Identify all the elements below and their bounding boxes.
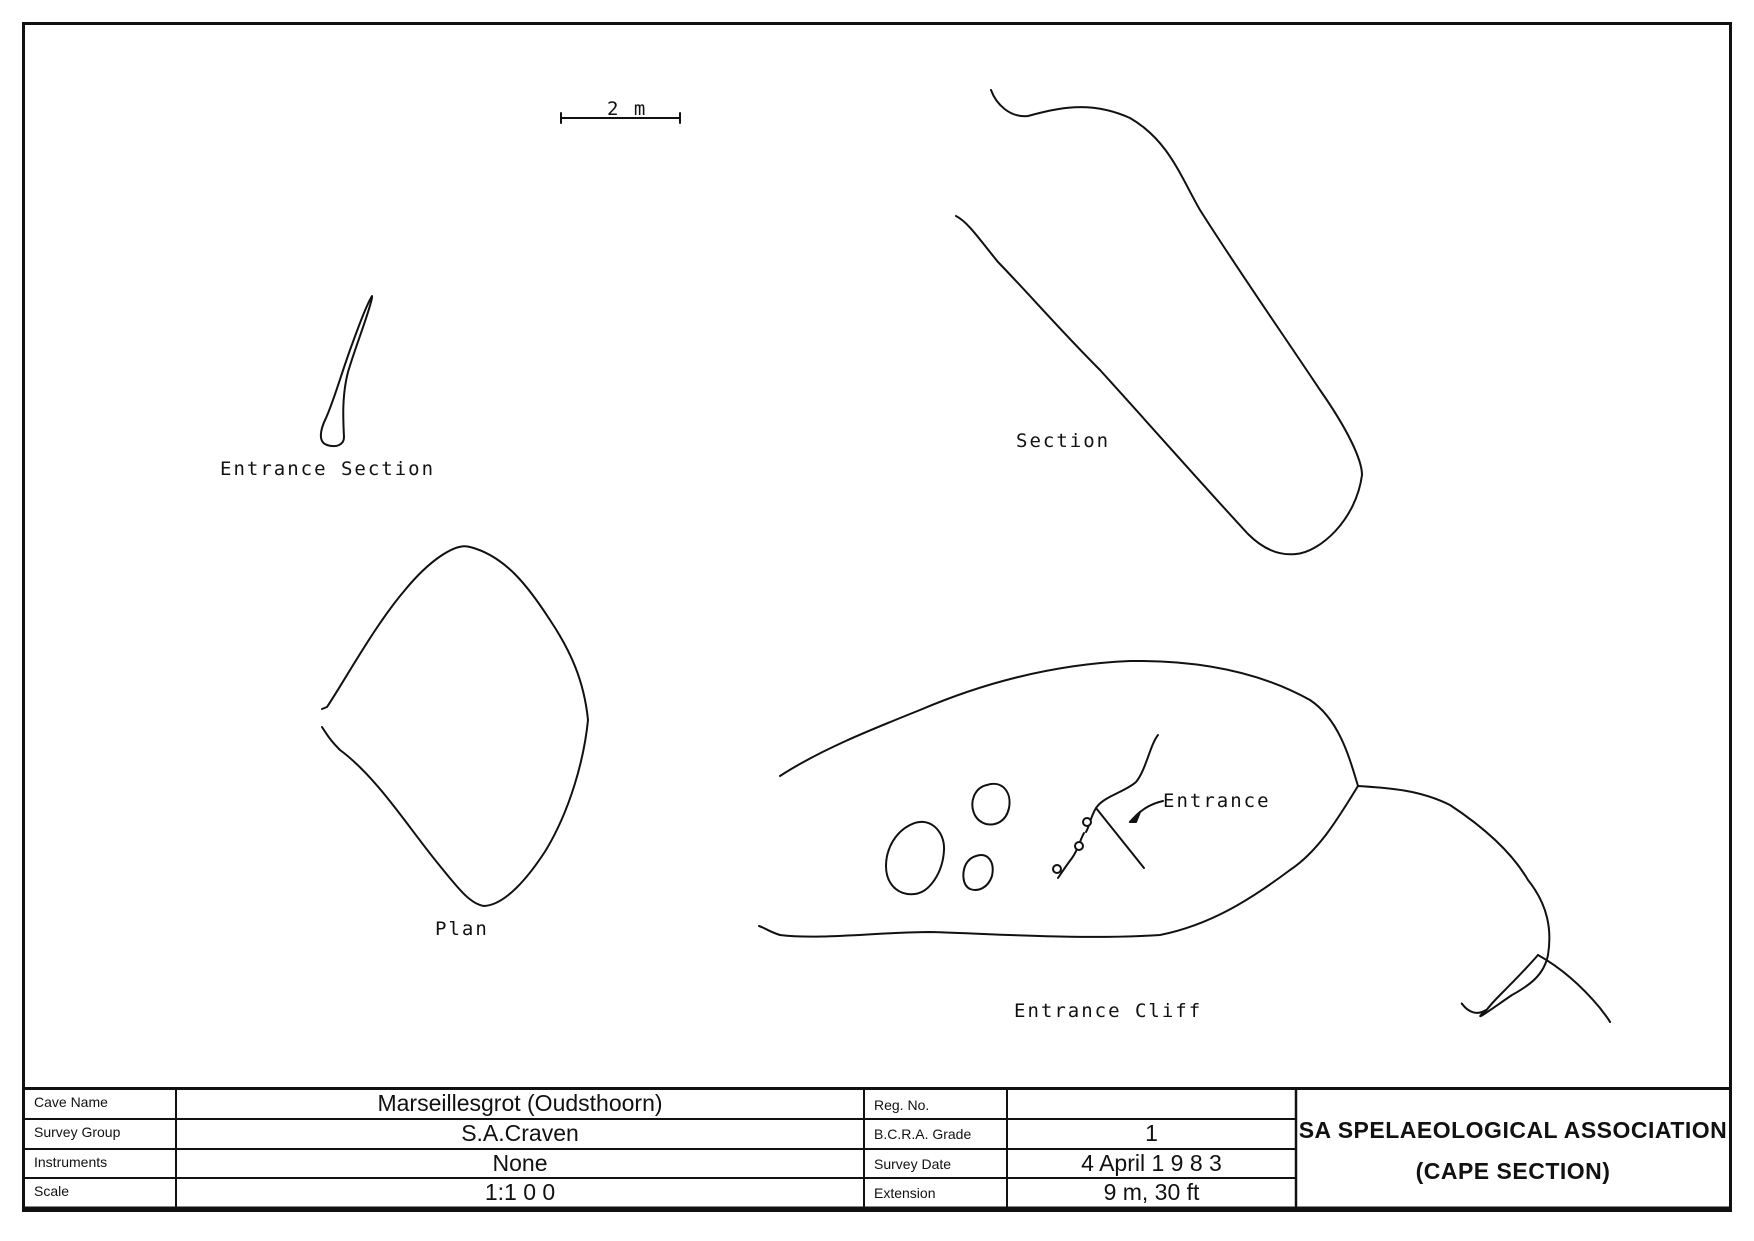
instruments-key: Instruments	[34, 1154, 108, 1170]
cave-name-value: Marseillesgrot (Oudsthoorn)	[377, 1090, 663, 1116]
entrance-callout-label: Entrance	[1163, 790, 1271, 812]
survey-date-key: Survey Date	[874, 1156, 952, 1172]
bcra-grade-value: 1	[1145, 1120, 1158, 1146]
entrance-cliff-outline	[758, 659, 1611, 1023]
organisation-name: SA SPELAEOLOGICAL ASSOCIATION	[1298, 1117, 1728, 1143]
reg-no-key: Reg. No.	[874, 1097, 930, 1113]
entrance-cliff-label: Entrance Cliff	[1014, 1000, 1203, 1022]
drawing-frame	[22, 22, 1732, 1212]
extension-value: 9 m, 30 ft	[1103, 1179, 1200, 1205]
scale-value: 1:1 0 0	[484, 1179, 556, 1205]
scale-key: Scale	[34, 1183, 70, 1199]
section-outline	[955, 89, 1363, 556]
entrance-section-label: Entrance Section	[220, 458, 436, 480]
title-block-grid	[24, 1090, 1730, 1210]
cave-name-key: Cave Name	[34, 1094, 108, 1110]
survey-date-value: 4 April 1 9 8 3	[1081, 1150, 1222, 1176]
plan-outline	[321, 545, 589, 907]
reg-no-value	[1007, 1090, 1296, 1119]
bcra-grade-key: B.C.R.A. Grade	[874, 1126, 972, 1142]
section-label: Section	[1016, 430, 1111, 452]
survey-group-value: S.A.Craven	[461, 1120, 579, 1146]
instruments-value: None	[492, 1150, 548, 1176]
entrance-section-outline	[319, 295, 373, 448]
scale-bar-label: 2 m	[607, 98, 648, 120]
plan-label: Plan	[435, 918, 489, 940]
scale-bar	[560, 112, 681, 124]
organisation-section: (CAPE SECTION)	[1415, 1158, 1611, 1184]
survey-group-key: Survey Group	[34, 1124, 121, 1140]
title-block: Cave Name Marseillesgrot (Oudsthoorn) Su…	[24, 1087, 1730, 1210]
extension-key: Extension	[874, 1185, 936, 1201]
